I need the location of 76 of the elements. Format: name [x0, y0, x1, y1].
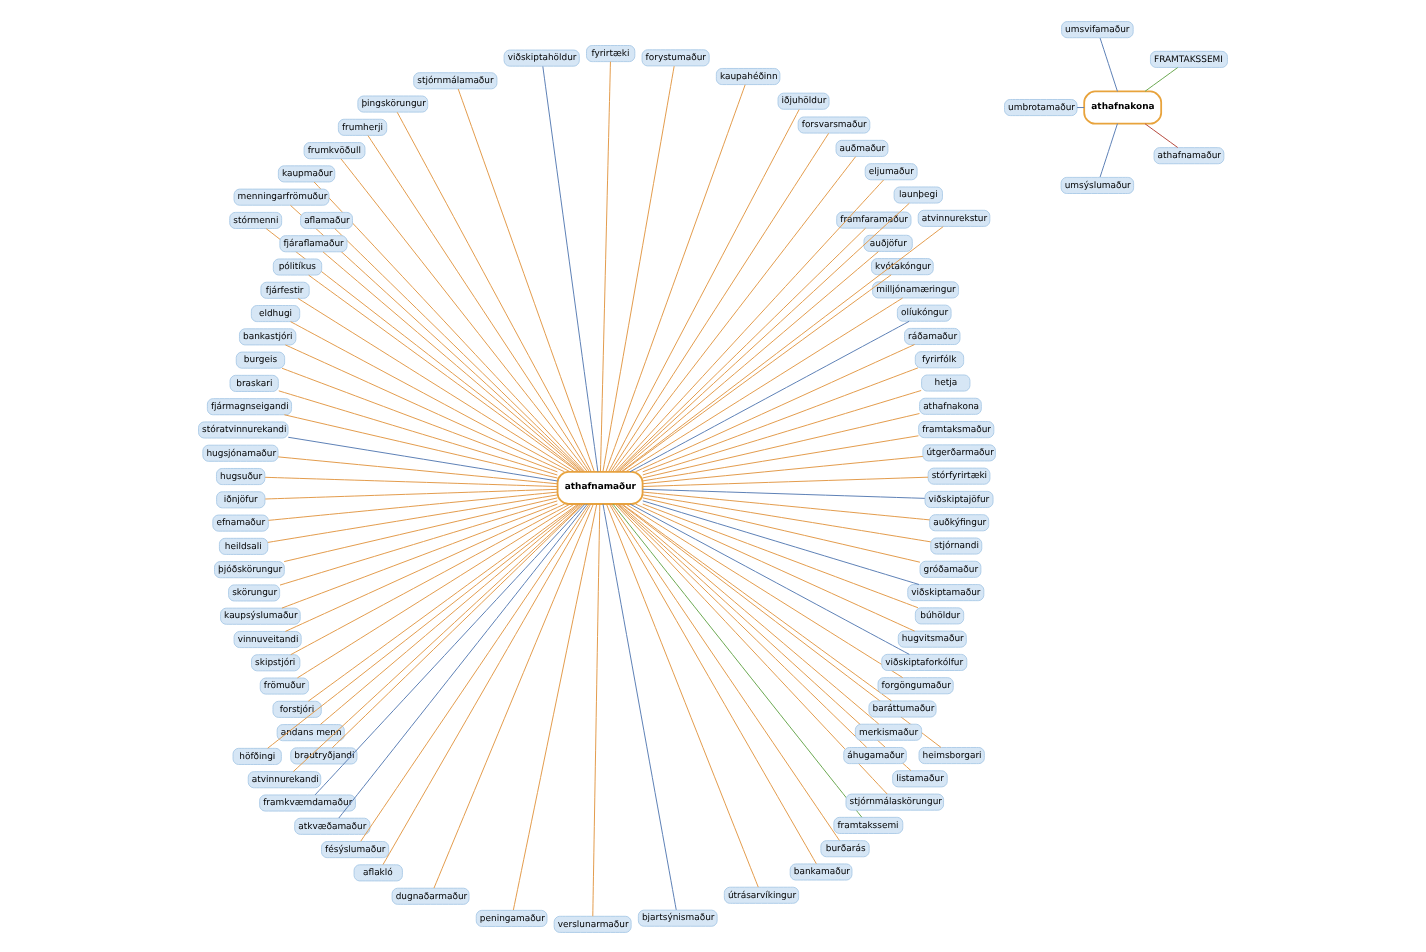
connector: [268, 490, 558, 520]
connector: [642, 475, 929, 486]
connector: [279, 499, 558, 585]
connector: [278, 389, 558, 475]
connector: [620, 502, 942, 747]
connector: [617, 502, 912, 771]
connector: [267, 502, 580, 748]
connector: [277, 455, 558, 484]
connector: [284, 502, 565, 631]
connector: [614, 178, 885, 472]
connector: [281, 502, 558, 608]
connector: [635, 343, 915, 472]
connector: [625, 296, 904, 472]
connector: [264, 475, 558, 487]
connector: [602, 502, 677, 910]
connector: [1144, 66, 1179, 91]
connector: [1144, 122, 1179, 147]
connector: [382, 502, 592, 865]
connector: [615, 502, 888, 794]
connector: [307, 502, 579, 701]
connector: [642, 366, 919, 472]
connector: [642, 493, 932, 542]
connector: [297, 296, 575, 472]
connector: [296, 502, 575, 678]
connector: [642, 434, 919, 481]
connector: [642, 502, 919, 608]
connector: [267, 493, 558, 542]
connector: [621, 273, 892, 472]
connector: [287, 435, 558, 481]
connector: [629, 502, 910, 654]
connector: [512, 502, 598, 910]
connector: [360, 502, 590, 841]
connector: [340, 157, 588, 472]
connector: [308, 273, 579, 472]
connector: [629, 319, 910, 472]
connector: [396, 110, 592, 472]
connector: [290, 203, 583, 472]
connector: [290, 502, 571, 655]
connector: [612, 155, 857, 472]
connector: [265, 227, 580, 472]
connector: [612, 502, 863, 817]
connector: [610, 131, 830, 472]
connector: [608, 108, 800, 472]
connector: [642, 454, 924, 484]
connector: [542, 64, 599, 472]
connector: [1076, 106, 1085, 108]
connector: [284, 343, 565, 472]
connector: [313, 180, 586, 471]
connector: [610, 502, 840, 840]
connector: [642, 496, 921, 562]
connector: [283, 413, 558, 478]
connector: [606, 502, 759, 887]
connector: [283, 496, 558, 562]
connector: [600, 60, 611, 472]
connector: [642, 412, 920, 478]
connector: [314, 502, 586, 795]
connector: [642, 389, 922, 475]
connector: [642, 487, 926, 498]
connector: [290, 320, 571, 472]
connector: [264, 487, 558, 499]
connector: [642, 490, 931, 520]
connector: [625, 502, 904, 678]
connector: [602, 64, 675, 472]
connector: [608, 502, 817, 864]
connector: [281, 366, 558, 472]
connector: [592, 502, 601, 916]
connector: [605, 83, 746, 472]
connector: [635, 502, 916, 631]
connector: [433, 502, 594, 888]
connector: [367, 134, 590, 472]
connector: [457, 87, 595, 472]
connector: [620, 225, 944, 472]
connector: [1099, 122, 1118, 177]
connector: [1099, 36, 1118, 91]
connector: [338, 502, 588, 818]
connector: [642, 499, 920, 584]
